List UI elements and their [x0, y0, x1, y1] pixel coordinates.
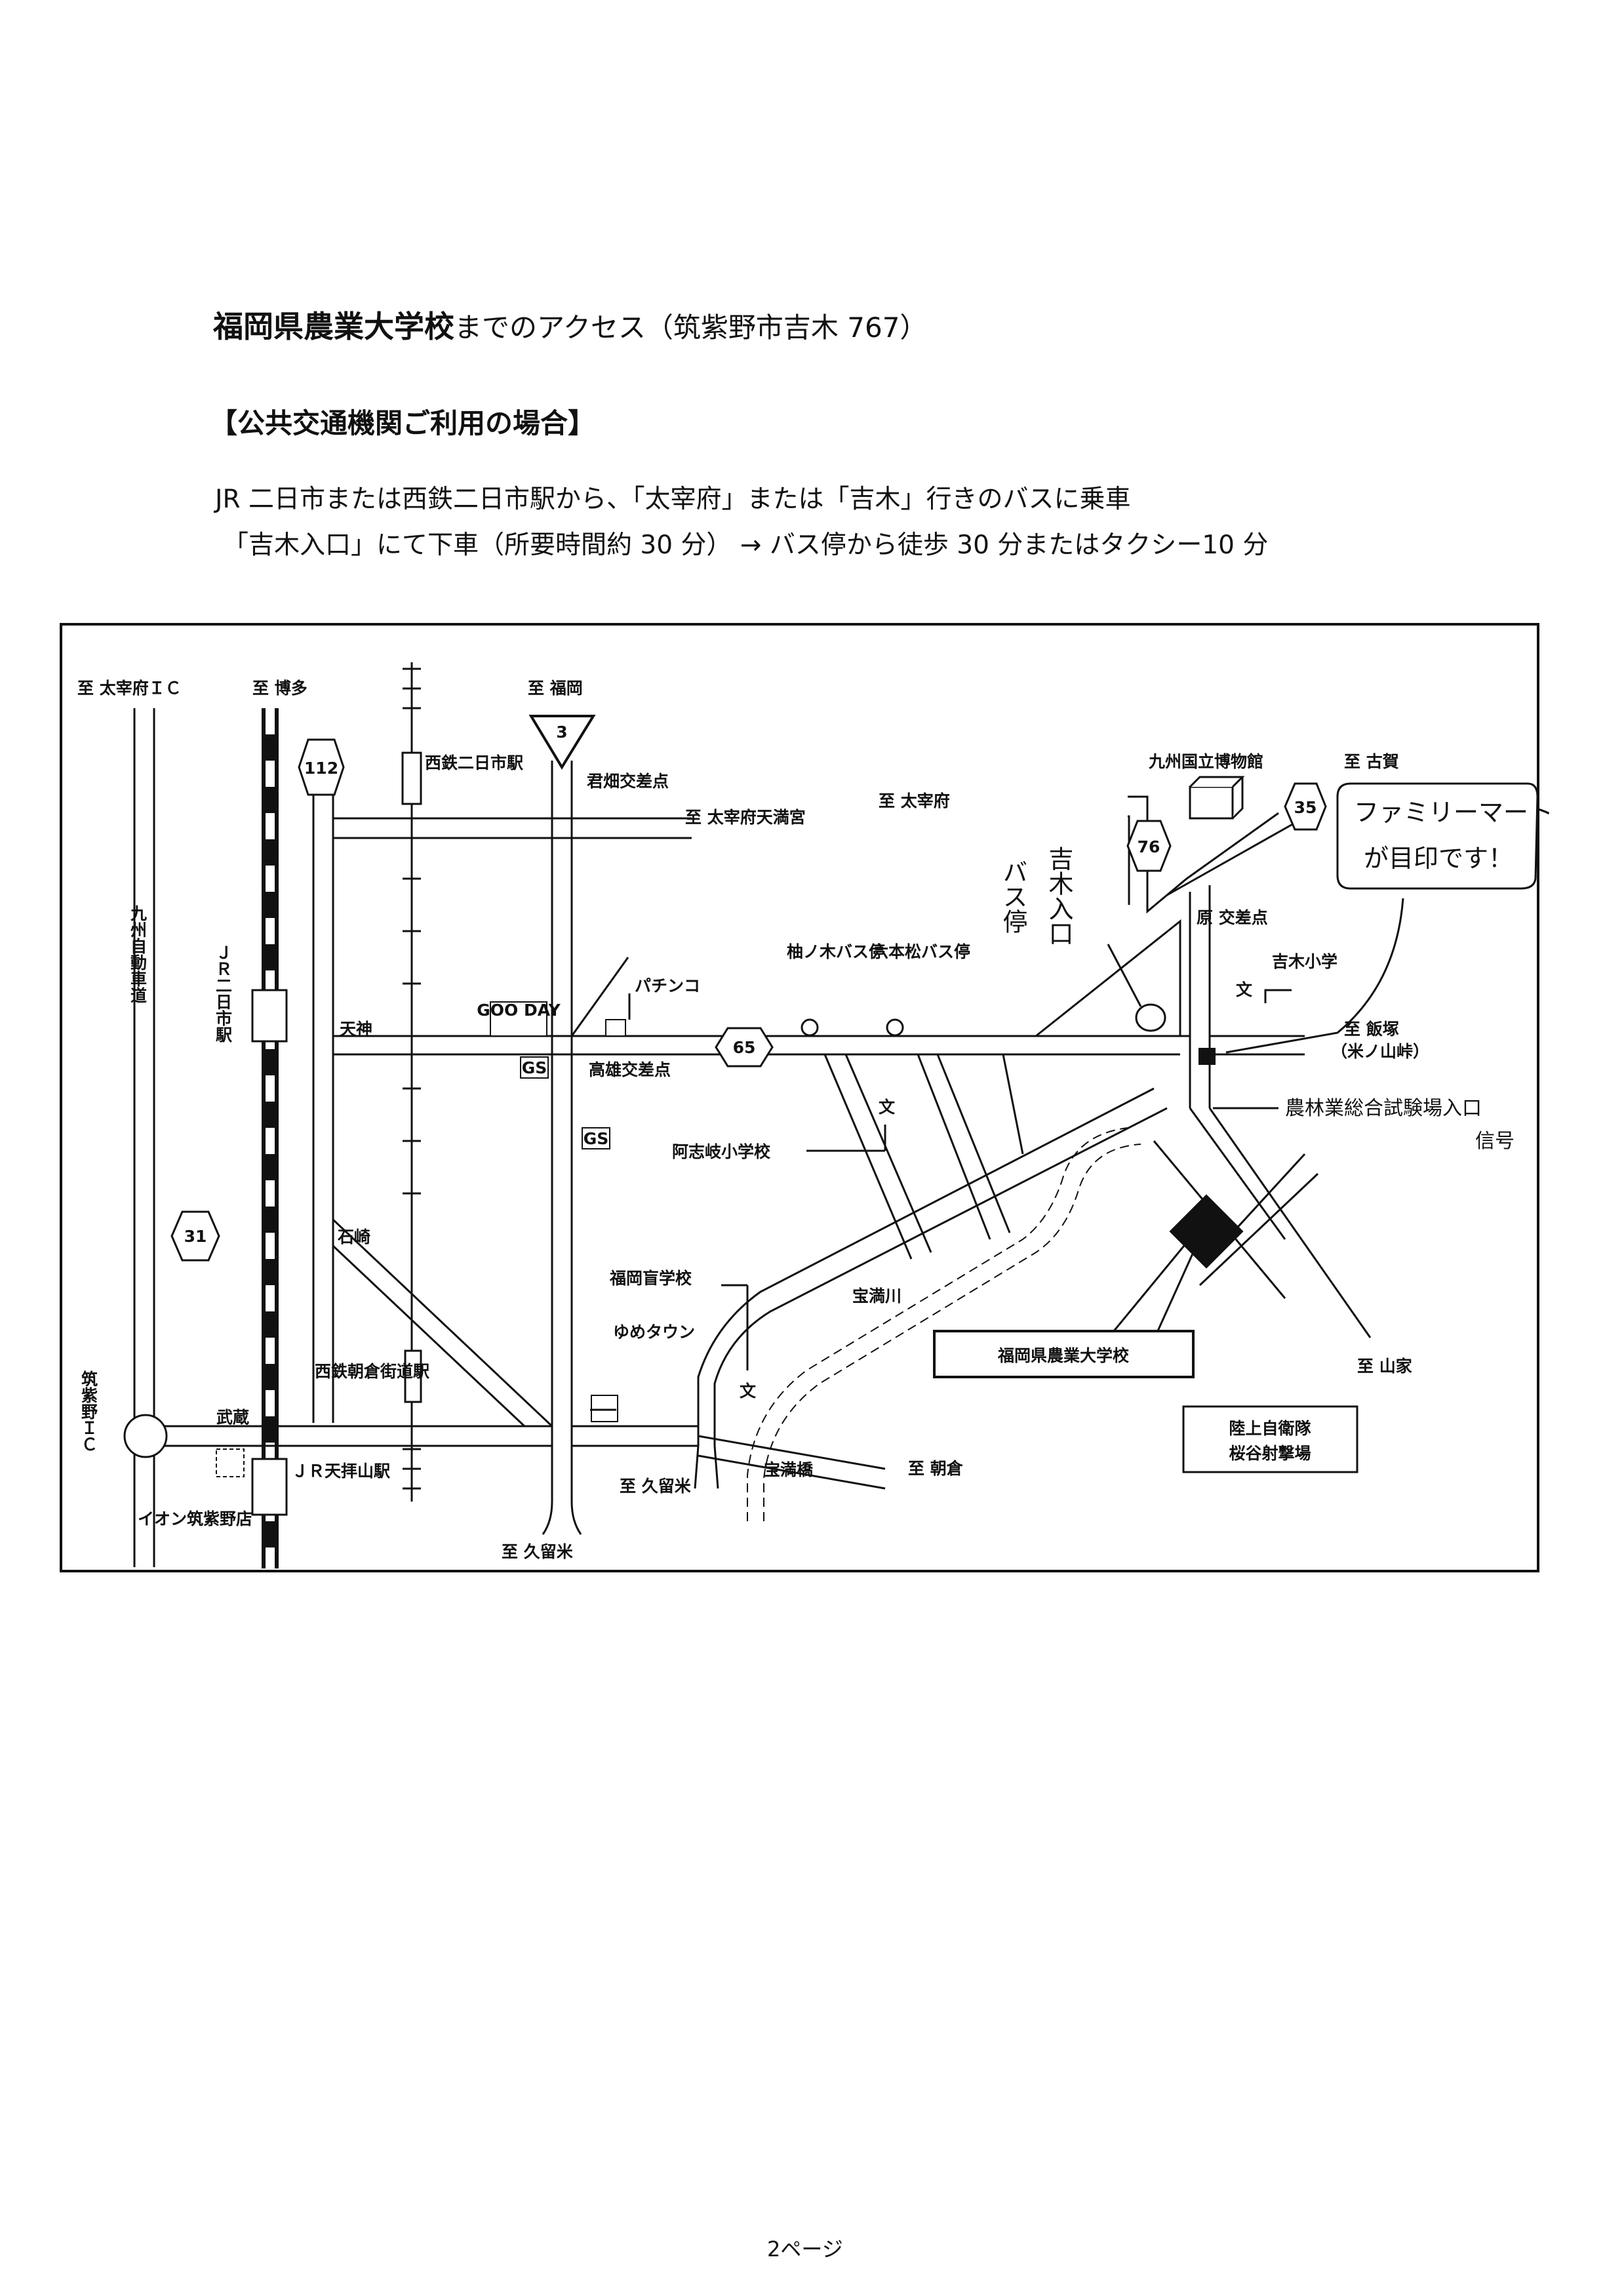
pachinko-box	[605, 1019, 626, 1037]
route-shield-76: 76	[1126, 820, 1172, 872]
heading-suffix: までのアクセス（筑紫野市吉木 767）	[454, 311, 928, 344]
school-building-icon	[1169, 1194, 1244, 1269]
route-shield-35: 35	[1284, 782, 1327, 831]
access-line-2: 「吉木入口」にて下車（所要時間約 30 分） → バス停から徒歩 30 分または…	[223, 530, 1269, 560]
label-nishitetsu-asakura: 西鉄朝倉街道駅	[315, 1362, 429, 1381]
jr-futsukaichi-station	[251, 989, 288, 1043]
chikushino-ic-circle	[123, 1414, 168, 1458]
label-to-iizuka: 至 飯塚	[1344, 1020, 1399, 1039]
svg-text:3: 3	[556, 723, 567, 742]
label-to-kurume-bottom: 至 久留米	[502, 1542, 574, 1561]
ashiki-school-symbol: 文	[879, 1098, 896, 1117]
route-shield-65: 65	[715, 1027, 774, 1068]
label-chikushino-ic: 筑紫野ＩＣ	[79, 1370, 98, 1452]
label-to-hakata: 至 博多	[252, 679, 307, 698]
label-tenjin: 天神	[340, 1020, 372, 1039]
goo-day-box	[490, 1001, 547, 1037]
label-takara-mitsu-bridge: 宝満橋	[764, 1460, 814, 1479]
label-yume-town: ゆめタウン	[613, 1323, 695, 1342]
label-to-koga: 至 古賀	[1344, 752, 1399, 771]
yoshiki-school-symbol: 文	[1236, 980, 1253, 999]
gs-label-2: GS	[584, 1129, 609, 1148]
river	[747, 1127, 1141, 1521]
hand-bus-stop-2: バス停	[999, 859, 1027, 934]
school-name-box-label: 福岡県農業大学校	[997, 1346, 1130, 1365]
gsdf-box	[1182, 1405, 1358, 1473]
hand-signal-2: 信号	[1475, 1130, 1515, 1153]
label-to-dazaifu-ic: 至 太宰府ＩＣ	[77, 679, 182, 698]
leader-lines	[590, 898, 1404, 1411]
nishitetsu-futsukaichi-station	[401, 751, 422, 805]
label-roppon-stop: 六本松バス停	[872, 942, 970, 961]
svg-text:31: 31	[184, 1227, 207, 1246]
page-number: 2ページ	[767, 2237, 843, 2262]
label-ishizaki: 石崎	[337, 1227, 370, 1247]
label-yunoki-stop: 柚ノ木バス停	[787, 942, 885, 961]
label-jr-futsukaichi: ＪＲ二日市駅	[214, 944, 233, 1043]
route-shield-3: 3	[528, 715, 596, 770]
label-to-fukuoka: 至 福岡	[528, 679, 583, 698]
label-to-yamaie: 至 山家	[1357, 1357, 1412, 1376]
map-frame	[60, 623, 1539, 1572]
svg-text:76: 76	[1138, 837, 1160, 856]
blind-school-symbol: 文	[740, 1382, 757, 1401]
label-kimihata: 君畑交差点	[587, 772, 669, 791]
label-kyushu-museum: 九州国立博物館	[1148, 752, 1263, 771]
page-heading: 福岡県農業大学校までのアクセス（筑紫野市吉木 767）	[213, 303, 927, 346]
label-nishitetsu-futsukaichi: 西鉄二日市駅	[425, 753, 523, 772]
gs-box-1	[520, 1056, 549, 1079]
label-pachinko: パチンコ	[635, 976, 700, 995]
hand-familymart-1: ファミリーマート	[1354, 798, 1553, 827]
route-shield-112: 112	[298, 738, 345, 796]
label-ashiki-elementary: 阿志岐小学校	[672, 1142, 771, 1161]
range-label: 桜谷射撃場	[1229, 1444, 1311, 1463]
label-blind-school: 福岡盲学校	[609, 1269, 692, 1288]
access-line-1: JR 二日市または西鉄二日市駅から、「太宰府」または「吉木」行きのバスに乗車	[215, 485, 1131, 514]
label-to-dazaifu-tenmangu: 至 太宰府天満宮	[685, 808, 806, 827]
familymart-callout	[1336, 782, 1539, 890]
jr-tenpaizan-station	[251, 1458, 288, 1516]
hand-bus-stop-1: 吉木入口	[1044, 846, 1073, 946]
label-jr-tenpaizan: ＪＲ天拝山駅	[292, 1462, 390, 1481]
section-title: 【公共交通機関ご利用の場合】	[210, 407, 596, 439]
gs-label-1: GS	[522, 1058, 547, 1077]
label-hara-crossing: 原 交差点	[1197, 908, 1268, 927]
label-to-asakura: 至 朝倉	[908, 1459, 964, 1478]
label-aeon: イオン筑紫野店	[138, 1509, 252, 1528]
label-to-dazaifu: 至 太宰府	[879, 791, 950, 810]
yunoki-bus-stop-icon	[801, 1018, 819, 1037]
label-river: 宝満川	[852, 1287, 901, 1306]
roppon-bus-stop-icon	[886, 1018, 904, 1037]
svg-text:65: 65	[733, 1038, 756, 1057]
nishitetsu-asakura-station	[404, 1349, 422, 1403]
yume-town-box	[591, 1395, 618, 1422]
svg-text:35: 35	[1294, 798, 1317, 817]
aeon-box	[216, 1448, 245, 1477]
hand-signal-1: 農林業総合試験場入口	[1285, 1097, 1482, 1120]
yoshiki-iriguchi-bus-stop-icon	[1135, 1003, 1166, 1032]
route-shield-31: 31	[170, 1210, 220, 1262]
label-to-kurume-south: 至 久留米	[620, 1477, 692, 1496]
hand-familymart-2: が目印です！	[1364, 844, 1513, 873]
school-name-box	[933, 1330, 1195, 1378]
label-yoshiki-elementary: 吉木小学	[1272, 952, 1337, 971]
label-expressway: 九州自動車道	[129, 905, 148, 1003]
goo-day-label: GOO DAY	[477, 1001, 561, 1020]
label-takao-crossing: 高雄交差点	[589, 1060, 671, 1079]
familymart-marker	[1198, 1048, 1216, 1065]
museum-icon	[1189, 776, 1245, 820]
heading-school-name: 福岡県農業大学校	[213, 309, 454, 344]
svg-text:112: 112	[304, 759, 338, 778]
gs-box-2	[582, 1127, 610, 1149]
gsdf-label: 陸上自衛隊	[1229, 1419, 1311, 1438]
label-muzo: 武蔵	[216, 1408, 249, 1427]
label-yonoyama: （米ノ山峠）	[1331, 1042, 1429, 1061]
